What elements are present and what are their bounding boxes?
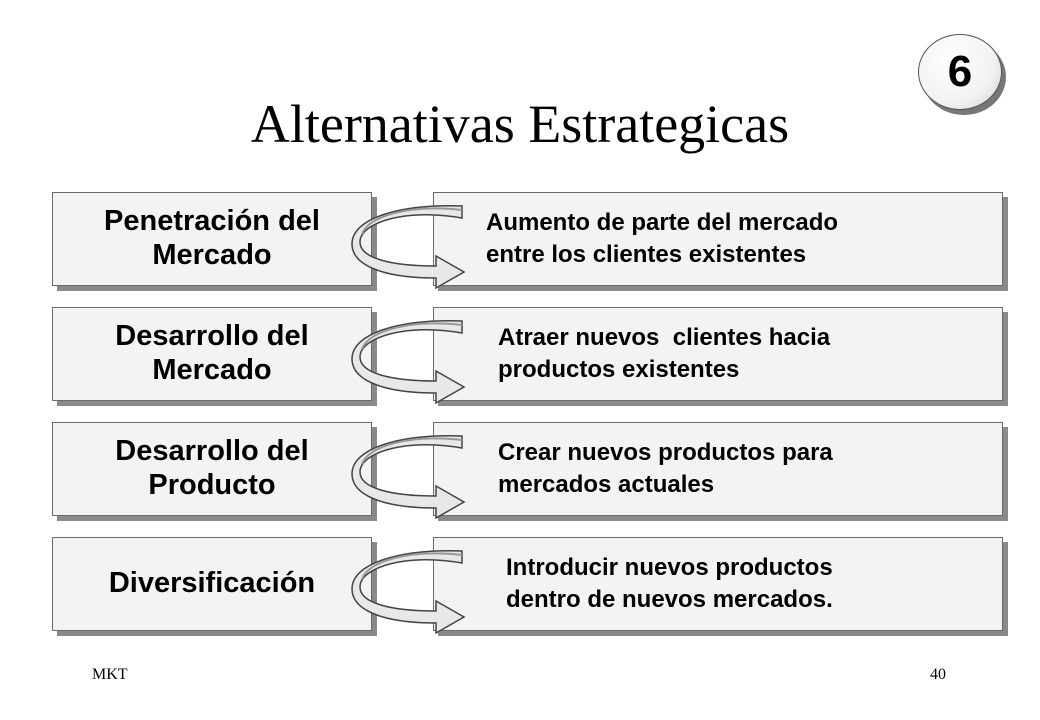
slide-number-badge: 6 — [918, 34, 1006, 115]
curved-arrow-icon — [351, 205, 466, 290]
badge-disc — [918, 34, 1002, 110]
curved-arrow-icon — [351, 435, 466, 520]
badge-number: 6 — [947, 47, 973, 96]
page-number: 40 — [930, 666, 946, 683]
strategy-label: Diversificación — [108, 567, 316, 600]
strategy-box-diversificacion: Diversificación — [52, 537, 372, 631]
curved-arrow-icon — [351, 320, 466, 405]
footer-label: MKT — [92, 666, 128, 683]
curved-arrow-icon — [351, 550, 466, 635]
slide-title: Alternativas Estrategicas — [250, 94, 790, 154]
